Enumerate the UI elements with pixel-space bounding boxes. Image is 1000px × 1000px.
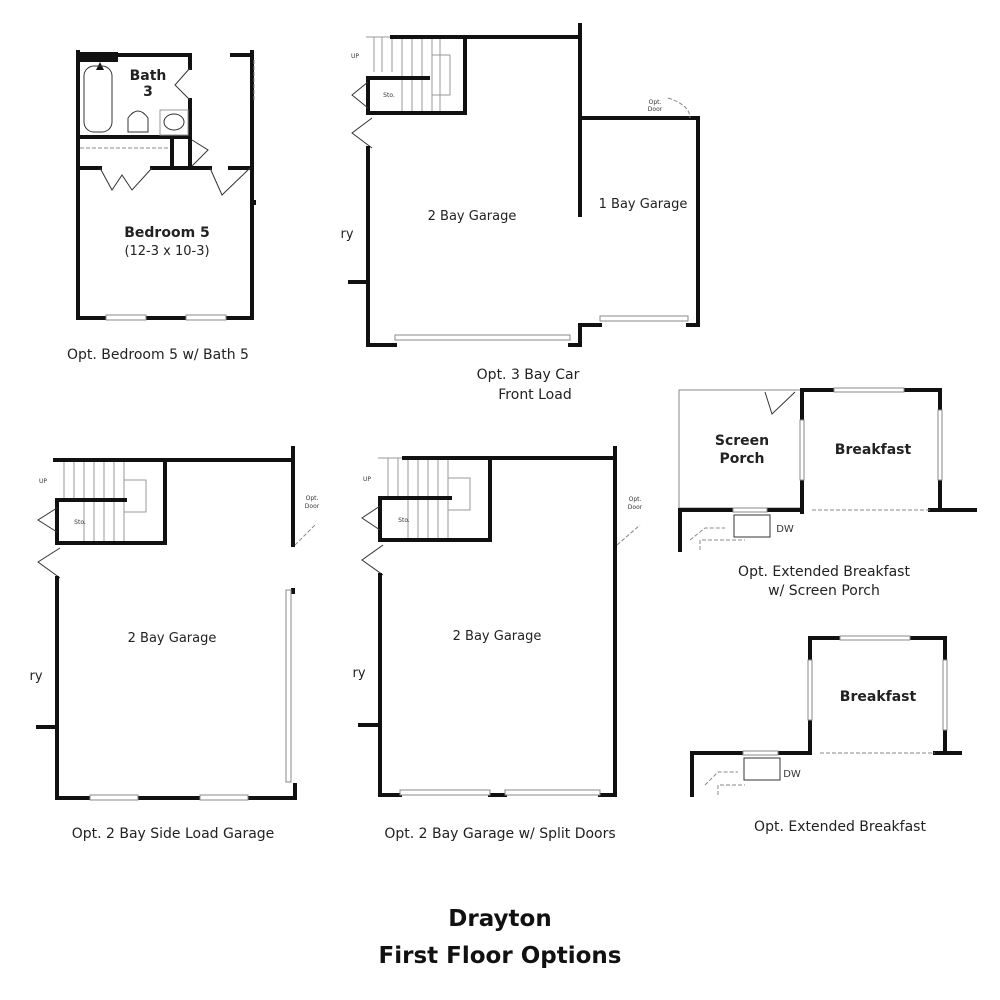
room-label-screen-porch: Screen: [715, 433, 769, 449]
room-label-1-bay-garage: 1 Bay Garage: [599, 197, 688, 212]
storage-label: Sto.: [74, 519, 86, 526]
plan-2-bay-side-load: UP Sto. 2 Bay Garage ry Opt. Door Opt. 2…: [29, 446, 320, 842]
plan-2-bay-split-doors: UP Sto. 2 Bay Garage ry Opt. Door Opt. 2…: [352, 446, 643, 842]
plan-caption: Opt. Bedroom 5 w/ Bath 5: [67, 347, 249, 363]
stair-up-label: UP: [363, 476, 371, 483]
dishwasher-label: DW: [776, 524, 794, 535]
room-label-partial: ry: [29, 669, 42, 684]
room-label-partial: ry: [340, 227, 353, 242]
plan-extended-breakfast: Breakfast DW Opt. Extended Breakfast: [690, 635, 962, 835]
room-label-partial: ry: [352, 666, 365, 681]
plan-caption: Opt. 2 Bay Side Load Garage: [72, 826, 275, 842]
plan-caption: Opt. Extended Breakfast: [738, 564, 910, 580]
stair-up-label: UP: [39, 478, 47, 485]
room-label-screen-porch-2: Porch: [719, 451, 764, 467]
plan-bedroom-5: Bath 3 Bedroom 5 (12-3 x 10-3) Opt. Bedr…: [67, 50, 256, 363]
plan-caption: Opt. Extended Breakfast: [754, 819, 926, 835]
opt-door-label: Opt.: [629, 496, 642, 503]
dishwasher-label: DW: [783, 769, 801, 780]
plan-caption-2: w/ Screen Porch: [768, 583, 880, 599]
plan-title: Drayton: [448, 906, 551, 932]
room-label-bath: Bath: [130, 68, 167, 84]
opt-door-label: Opt.: [649, 99, 662, 106]
room-label-2-bay-garage: 2 Bay Garage: [428, 209, 517, 224]
room-label-bedroom: Bedroom 5: [124, 225, 210, 241]
opt-door-label: Opt.: [306, 495, 319, 502]
room-label-bath-number: 3: [143, 84, 153, 100]
room-label-breakfast: Breakfast: [835, 442, 912, 458]
storage-label: Sto.: [398, 517, 410, 524]
opt-door-label-2: Door: [628, 504, 643, 511]
room-label-breakfast: Breakfast: [840, 689, 917, 705]
storage-label: Sto.: [383, 92, 395, 99]
room-label-2-bay-garage: 2 Bay Garage: [128, 631, 217, 646]
plan-3-bay-front-load: UP Sto. 2 Bay Garage 1 Bay Garage ry Opt…: [340, 23, 700, 403]
plan-caption-2: Front Load: [498, 387, 571, 403]
opt-door-label-2: Door: [648, 106, 663, 113]
room-label-2-bay-garage: 2 Bay Garage: [453, 629, 542, 644]
opt-door-label-2: Door: [305, 503, 320, 510]
plan-subtitle: First Floor Options: [379, 943, 622, 969]
plan-caption: Opt. 3 Bay Car: [477, 367, 580, 383]
stair-up-label: UP: [351, 53, 359, 60]
plan-caption: Opt. 2 Bay Garage w/ Split Doors: [384, 826, 615, 842]
plan-extended-breakfast-screen-porch: Screen Porch Breakfast DW Opt. Extended …: [678, 387, 977, 599]
room-dimensions: (12-3 x 10-3): [124, 244, 209, 259]
